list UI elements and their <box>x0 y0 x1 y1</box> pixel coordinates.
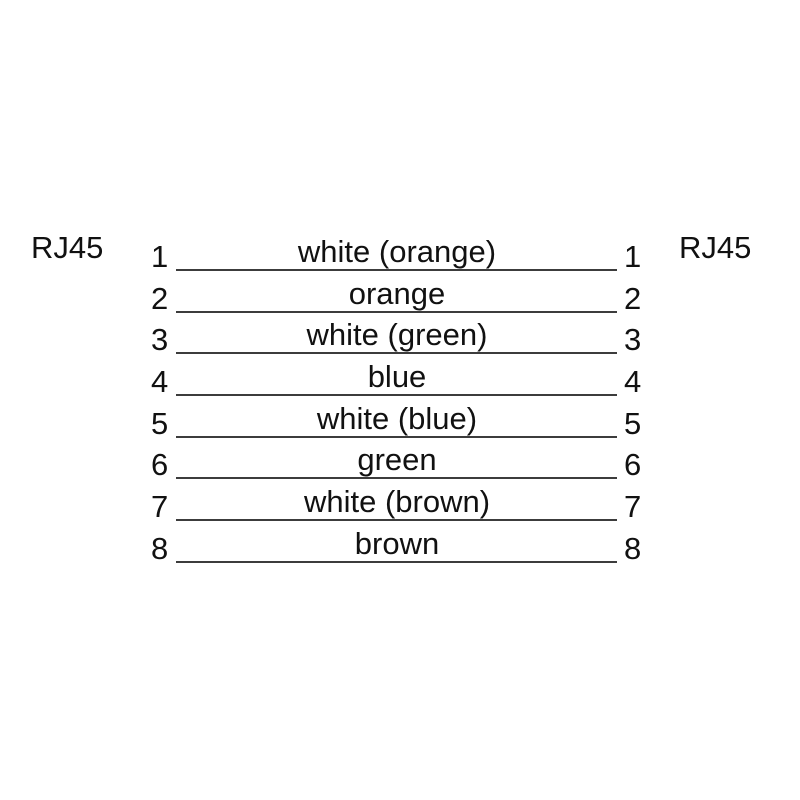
right-pin-number: 5 <box>624 406 642 441</box>
wire-label: blue <box>367 359 427 394</box>
left-connector-label: RJ45 <box>31 230 104 265</box>
right-pin-number: 8 <box>624 531 642 566</box>
wire-line <box>176 394 617 396</box>
wire-line <box>176 561 617 563</box>
wire-label: green <box>357 442 437 477</box>
left-pin-number: 1 <box>151 239 169 274</box>
wire-line <box>176 436 617 438</box>
left-pin-number: 2 <box>151 281 169 316</box>
right-pin-number: 7 <box>624 489 642 524</box>
wire-line <box>176 352 617 354</box>
wire-line <box>176 477 617 479</box>
right-connector-label: RJ45 <box>679 230 752 265</box>
right-pin-number: 1 <box>624 239 642 274</box>
wire-line <box>176 519 617 521</box>
wire-label: brown <box>354 526 440 561</box>
wire-label: white (brown) <box>303 484 491 519</box>
right-pin-number: 6 <box>624 447 642 482</box>
right-pin-number: 3 <box>624 322 642 357</box>
wire-label: white (orange) <box>297 234 497 269</box>
left-pin-number: 8 <box>151 531 169 566</box>
wire-label: orange <box>348 276 446 311</box>
left-pin-number: 5 <box>151 406 169 441</box>
right-pin-number: 2 <box>624 281 642 316</box>
wire-label: white (blue) <box>316 401 478 436</box>
right-pin-number: 4 <box>624 364 642 399</box>
wire-label: white (green) <box>306 317 488 352</box>
left-pin-number: 3 <box>151 322 169 357</box>
wire-line <box>176 311 617 313</box>
wire-line <box>176 269 617 271</box>
left-pin-number: 6 <box>151 447 169 482</box>
left-pin-number: 4 <box>151 364 169 399</box>
left-pin-number: 7 <box>151 489 169 524</box>
